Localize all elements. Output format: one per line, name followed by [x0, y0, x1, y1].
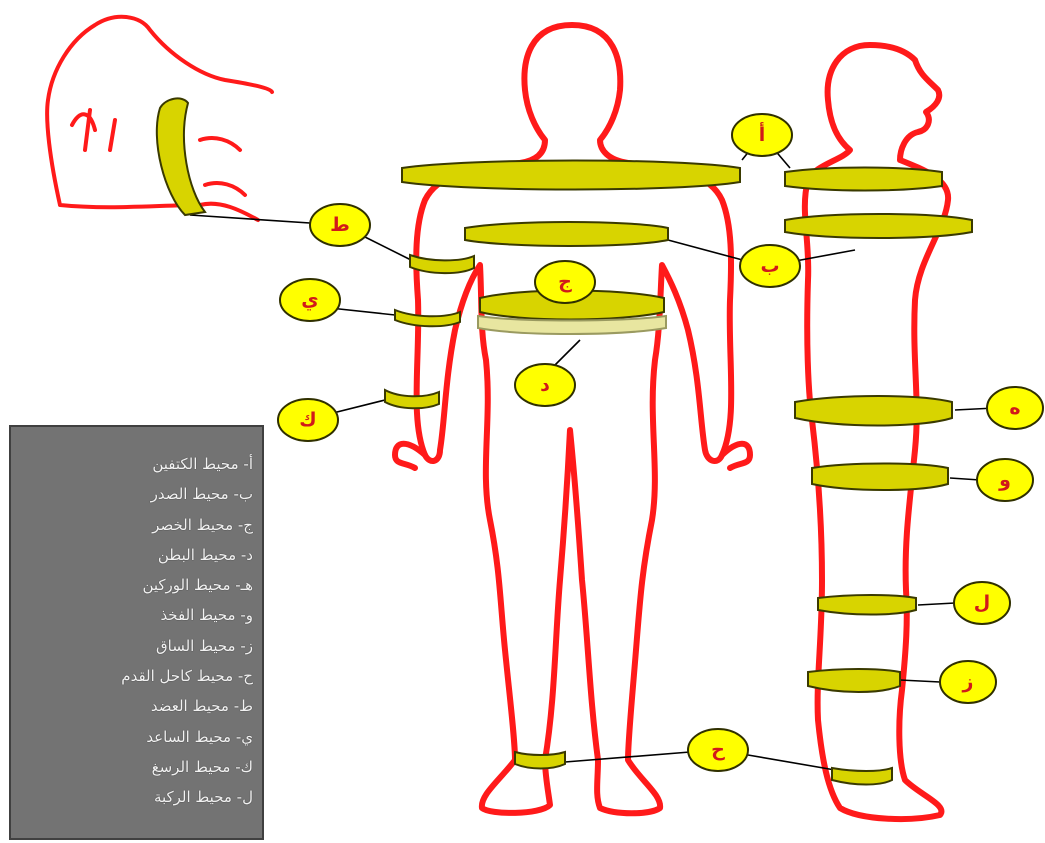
tag-y: ي [280, 279, 340, 321]
tag-j-label: ج [558, 271, 572, 293]
legend-list: أ- محيط الكتفين ب- محيط الصدر ج- محيط ال… [11, 449, 257, 813]
band-shoulders-side [785, 168, 942, 191]
legend-item: ط- محيط العضد [11, 691, 257, 721]
legend-item: ج- محيط الخصر [11, 510, 257, 540]
tag-h: ه [987, 387, 1043, 429]
legend-item: أ- محيط الكتفين [11, 449, 257, 479]
tag-t: ط [310, 204, 370, 246]
legend-item: ب- محيط الصدر [11, 479, 257, 509]
front-body-outline [395, 25, 750, 813]
band-chest-side [785, 214, 972, 238]
tag-a: أ [732, 114, 792, 156]
legend-item: هـ- محيط الوركين [11, 570, 257, 600]
band-thigh [812, 464, 948, 491]
band-ankle-side [832, 768, 892, 785]
band-biceps-sketch [157, 98, 205, 215]
tag-d: د [515, 364, 575, 406]
letter-tags: أ ب ج د ط ي ك ه [278, 114, 1043, 771]
tag-j: ج [535, 261, 595, 303]
tag-b-label: ب [760, 255, 779, 277]
legend-item: ز- محيط الساق [11, 631, 257, 661]
tag-a-label: أ [759, 122, 766, 146]
band-calf [808, 669, 900, 692]
tag-y-label: ي [301, 289, 318, 312]
side-body-outline [805, 45, 948, 819]
tag-ha-label: ح [711, 739, 725, 761]
tag-w: و [977, 459, 1033, 501]
legend-item: ك- محيط الرسغ [11, 752, 257, 782]
legend-item: و- محيط الفخذ [11, 600, 257, 630]
tag-k-label: ك [299, 409, 316, 431]
tag-b: ب [740, 245, 800, 287]
band-hips [795, 396, 952, 426]
legend-item: ح- محيط كاحل القدم [11, 661, 257, 691]
tag-d-label: د [540, 374, 550, 396]
band-chest-front [465, 222, 668, 246]
tag-h-label: ه [1009, 397, 1020, 419]
tag-z-label: ز [962, 671, 974, 693]
tag-z: ز [940, 661, 996, 703]
legend-item: ل- محيط الركبة [11, 782, 257, 812]
tag-ha: ح [688, 729, 748, 771]
tag-k: ك [278, 399, 338, 441]
legend-panel: أ- محيط الكتفين ب- محيط الصدر ج- محيط ال… [9, 425, 264, 840]
band-forearm [395, 310, 460, 326]
band-upper-arm-front [410, 255, 474, 273]
legend-item: د- محيط البطن [11, 540, 257, 570]
tag-t-label: ط [330, 214, 350, 236]
legend-item: ي- محيط الساعد [11, 722, 257, 752]
band-knee [818, 595, 916, 615]
tag-l: ل [954, 582, 1010, 624]
tag-l-label: ل [974, 592, 991, 614]
measurement-bands [157, 98, 972, 784]
band-wrist [385, 390, 439, 408]
band-shoulders-front [402, 161, 740, 190]
band-ankle-front [515, 752, 565, 769]
tag-w-label: و [998, 469, 1011, 491]
